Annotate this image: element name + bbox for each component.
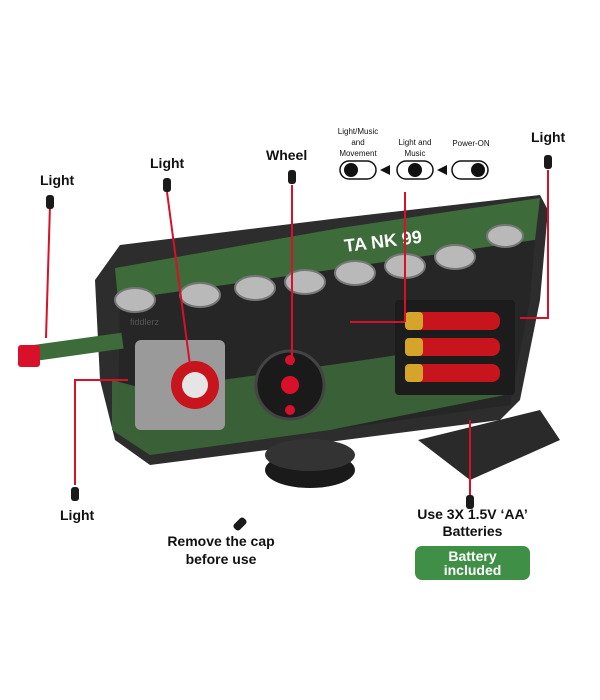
label-light-center: Light <box>150 155 185 171</box>
label-batteries: Use 3X 1.5V ‘AA’ Batteries <box>400 506 545 540</box>
mode2-line2: Music <box>404 149 426 158</box>
drive-wheel <box>254 349 326 421</box>
label-remove-cap: Remove the cap before use <box>146 532 296 568</box>
pointer-bullets <box>46 155 552 531</box>
mode1-caption: Light/Music and Movement <box>330 126 386 159</box>
label-light-bottom: Light <box>60 507 95 523</box>
label-wheel: Wheel <box>266 147 308 163</box>
mode1-line1: Light/Music <box>337 127 379 136</box>
battery-included-badge: Battery included <box>415 546 530 580</box>
mode-switches <box>339 160 489 180</box>
batteries-line1: Use 3X 1.5V ‘AA’ <box>417 506 528 522</box>
mode3-caption: Power-ON <box>446 138 496 149</box>
remove-cap-line1: Remove the cap <box>167 533 275 549</box>
remove-cap-line2: before use <box>185 551 257 567</box>
badge-line1: Battery <box>448 548 497 564</box>
badge-line2: included <box>443 562 502 578</box>
pointer-lines <box>45 170 549 495</box>
battery-compartment <box>395 300 515 395</box>
road-wheels <box>114 224 524 313</box>
mode2-caption: Light and Music <box>390 137 440 159</box>
mode1-line2: and <box>351 138 365 147</box>
label-light-left: Light <box>40 172 75 188</box>
brand-mark: fiddlerz <box>130 317 160 327</box>
battery-cover <box>418 410 560 480</box>
mode2-line1: Light and <box>398 138 432 147</box>
mode3-line1: Power-ON <box>452 139 490 148</box>
label-light-right: Light <box>531 129 566 145</box>
mode1-line3: Movement <box>339 149 377 158</box>
cannon <box>18 332 124 367</box>
cap <box>265 439 355 488</box>
batteries-line2: Batteries <box>442 523 503 539</box>
motor-gear <box>171 361 219 409</box>
